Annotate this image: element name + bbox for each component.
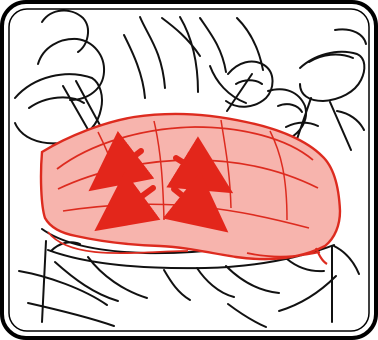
stroller-cover-diagram [0,0,378,340]
instruction-figure [0,0,378,340]
